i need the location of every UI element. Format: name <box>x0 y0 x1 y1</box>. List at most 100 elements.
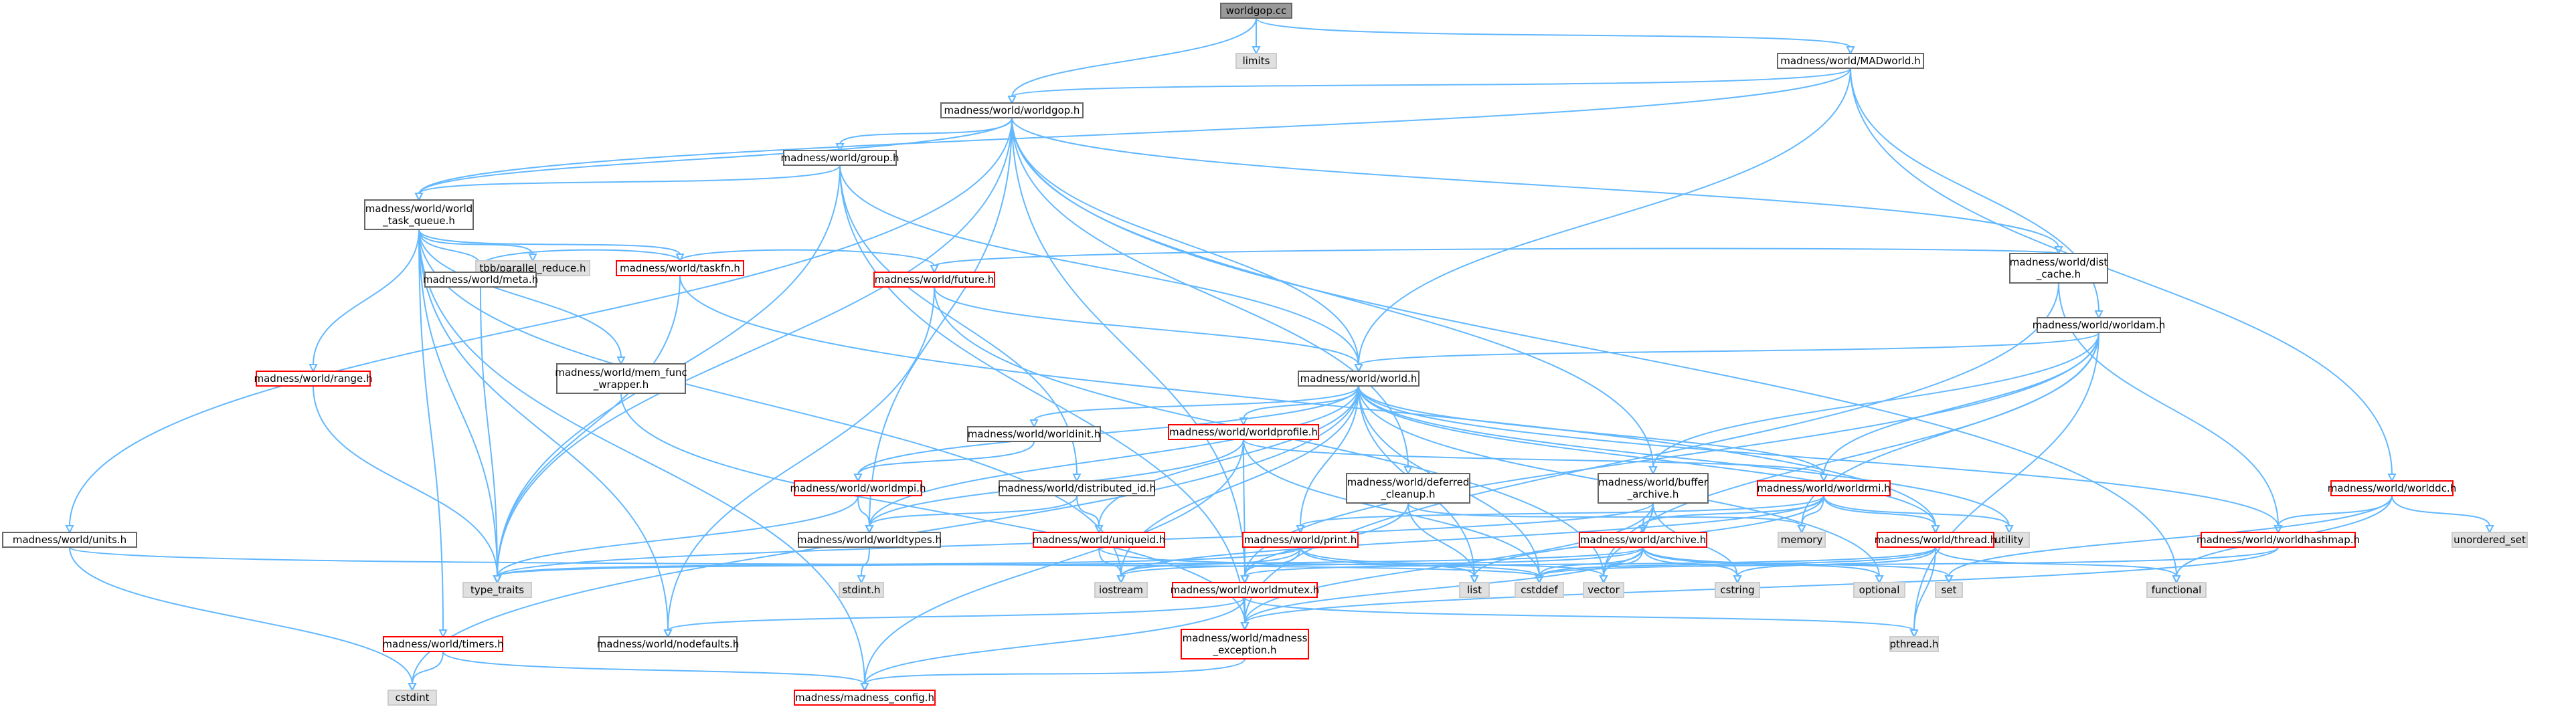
node-box <box>424 272 537 288</box>
node-nodefaults[interactable]: madness/world/nodefaults.h <box>597 636 740 652</box>
node-taskq[interactable]: madness/world/world_task_queue.h <box>364 199 474 230</box>
edge-madworld-to-worlddc <box>1850 68 2397 483</box>
edge-range-to-typetraits <box>313 385 502 585</box>
node-box <box>2330 480 2454 496</box>
node-madconfig[interactable]: madness/madness_config.h <box>794 690 936 706</box>
node-unorderedset[interactable]: unordered_set <box>2452 532 2528 548</box>
node-box <box>940 102 1084 118</box>
node-worldmutex[interactable]: madness/world/worldmutex.h <box>1171 582 1320 598</box>
node-box <box>967 426 1101 442</box>
node-range[interactable]: madness/world/range.h <box>254 371 373 387</box>
node-print[interactable]: madness/world/print.h <box>1242 532 1359 548</box>
node-box <box>1033 532 1165 548</box>
node-deferred[interactable]: madness/world/deferred_cleanup.h <box>1346 473 1470 504</box>
node-label: madness/world/meta.h <box>423 274 538 286</box>
edge-taskq-to-meta <box>418 229 485 274</box>
node-box <box>794 690 936 706</box>
node-vector[interactable]: vector <box>1583 582 1624 598</box>
arrowhead <box>2054 246 2063 256</box>
node-iostream[interactable]: iostream <box>1094 582 1148 598</box>
node-meta[interactable]: madness/world/meta.h <box>423 272 538 288</box>
edge-line <box>1407 502 1802 527</box>
node-worldrmi[interactable]: madness/world/worldrmi.h <box>1757 480 1891 496</box>
node-memfunc[interactable]: madness/world/mem_func_wrapper.h <box>555 363 687 394</box>
node-box <box>1459 582 1490 598</box>
node-functional[interactable]: functional <box>2146 582 2207 598</box>
edge-taskq-to-taskfn <box>418 229 685 263</box>
edge-line <box>1244 282 2059 624</box>
node-utility[interactable]: utility <box>1988 532 2030 548</box>
node-timers[interactable]: madness/world/timers.h <box>382 636 504 652</box>
node-worldtypes[interactable]: madness/world/worldtypes.h <box>797 532 942 548</box>
node-group[interactable]: madness/world/group.h <box>781 150 899 166</box>
node-distcache[interactable]: madness/world/dist_cache.h <box>2009 253 2108 284</box>
node-world[interactable]: madness/world/world.h <box>1298 371 1420 387</box>
node-box <box>1853 582 1905 598</box>
node-label: madness/world/worlddc.h <box>2328 482 2456 494</box>
node-uniqueid[interactable]: madness/world/uniqueid.h <box>1033 532 1166 548</box>
node-cstddef[interactable]: cstddef <box>1515 582 1564 598</box>
node-label: _task_queue.h <box>382 215 455 227</box>
node-units[interactable]: madness/world/units.h <box>2 532 137 548</box>
node-stdint[interactable]: stdint.h <box>839 582 884 598</box>
node-label: memory <box>1781 534 1823 546</box>
node-worldmpi[interactable]: madness/world/worldmpi.h <box>790 480 926 496</box>
node-label: _wrapper.h <box>593 379 649 391</box>
node-typetraits[interactable]: type_traits <box>462 582 532 598</box>
node-archive[interactable]: madness/world/archive.h <box>1579 532 1707 548</box>
edge-worldrmi-to-utility <box>1823 495 2014 534</box>
node-box <box>2146 582 2207 598</box>
arrowhead <box>2387 474 2397 483</box>
node-madworld[interactable]: madness/world/MADworld.h <box>1777 53 1924 69</box>
node-worlddc[interactable]: madness/world/worlddc.h <box>2328 480 2456 496</box>
edge-line <box>418 229 865 685</box>
node-worldam[interactable]: madness/world/worldam.h <box>2033 317 2165 333</box>
node-cstdint[interactable]: cstdint <box>388 690 437 706</box>
node-worldhashmap[interactable]: madness/world/worldhashmap.h <box>2197 532 2360 548</box>
node-memory[interactable]: memory <box>1778 532 1826 548</box>
edge-line <box>1539 546 1936 577</box>
edge-future-to-nodefaults <box>663 286 935 639</box>
node-label: madness/world/group.h <box>781 152 899 164</box>
edge-line <box>69 117 1013 527</box>
node-worldgop_cc[interactable]: worldgop.cc <box>1220 3 1292 19</box>
arrowhead <box>309 364 318 373</box>
node-madexception[interactable]: madness/world/madness_exception.h <box>1181 629 1309 659</box>
edge-world-to-worldprofile <box>1239 385 1359 427</box>
node-box <box>839 582 884 598</box>
node-box <box>1242 532 1359 548</box>
node-label: madness/world/worldtypes.h <box>797 534 942 546</box>
node-box <box>462 582 532 598</box>
node-pthread[interactable]: pthread.h <box>1889 636 1939 652</box>
node-label: madness/world/dist <box>2010 256 2108 268</box>
node-list[interactable]: list <box>1459 582 1490 598</box>
node-worldgop[interactable]: madness/world/worldgop.h <box>940 102 1084 118</box>
node-worldinit[interactable]: madness/world/worldinit.h <box>967 426 1101 442</box>
node-thread[interactable]: madness/world/thread.h <box>1875 532 1997 548</box>
edge-line <box>1913 332 2099 631</box>
node-set[interactable]: set <box>1935 582 1963 598</box>
node-taskfn[interactable]: madness/world/taskfn.h <box>616 260 744 276</box>
edge-line <box>839 165 1246 624</box>
arrowhead <box>1239 417 1248 427</box>
node-distid[interactable]: madness/world/distributed_id.h <box>998 480 1156 496</box>
edge-line <box>313 385 498 577</box>
node-box <box>1235 53 1277 69</box>
node-box <box>2452 532 2528 548</box>
node-label: limits <box>1243 55 1270 67</box>
edge-line <box>1011 117 2059 248</box>
node-buffer[interactable]: madness/world/buffer_archive.h <box>1598 473 1709 504</box>
edge-worldprofile-to-worldrmi <box>1243 439 1828 483</box>
node-future[interactable]: madness/world/future.h <box>873 272 995 288</box>
node-cstring[interactable]: cstring <box>1715 582 1760 598</box>
node-label: type_traits <box>470 584 524 597</box>
edge-line <box>667 597 1246 631</box>
edge-line <box>412 651 444 685</box>
node-worldprofile[interactable]: madness/world/worldprofile.h <box>1168 424 1319 440</box>
node-optional[interactable]: optional <box>1853 582 1905 598</box>
edge-line <box>839 165 1359 366</box>
edge-line <box>1011 68 1851 98</box>
node-limits[interactable]: limits <box>1235 53 1277 69</box>
edge-line <box>497 546 1644 577</box>
